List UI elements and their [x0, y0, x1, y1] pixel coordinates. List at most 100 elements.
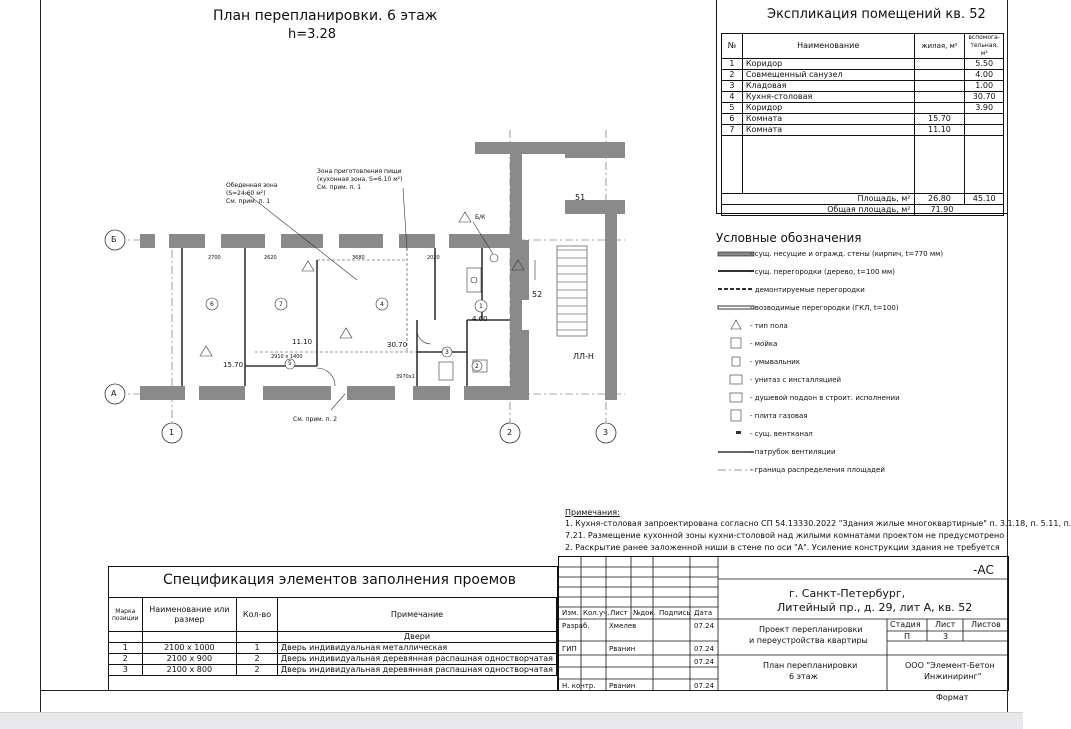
stamp-date-4: 07.24: [694, 682, 715, 690]
spec-cell-qty: 1: [236, 642, 278, 654]
room-number-7: 7: [279, 301, 283, 308]
stamp-col-sign: Подпись: [659, 609, 691, 617]
notes-line-2: 7.21. Размещение кухонной зоны кухни-сто…: [565, 531, 1005, 540]
explication-title: Экспликация помещений кв. 52: [767, 7, 986, 22]
explication-total-value: 71.90: [913, 204, 1004, 216]
room-llh: ЛЛ-Н: [573, 352, 594, 361]
stamp-col-koluch: Кол.уч.: [583, 609, 610, 617]
explication-cell-living: [913, 69, 966, 81]
explication-cell-n: 3: [721, 80, 743, 92]
stamp-org-1: ООО "Элемент-Бетон: [905, 661, 995, 670]
axis-label-2: 2: [507, 428, 513, 437]
plan-height: h=3.28: [288, 27, 337, 42]
explication-header-num: №: [721, 33, 743, 59]
stamp-lists-header: Листов: [971, 620, 1001, 629]
stamp-col-ndoc: №док.: [633, 609, 656, 617]
legend-item: - плита газовая: [750, 412, 808, 420]
spec-table: Марка позиции Наименование или размер Ко…: [108, 597, 558, 676]
spec-group-empty: [236, 631, 278, 643]
legend-item: - возводимые перегородки (ГКЛ, t=100): [750, 304, 899, 312]
explication-cell-living: [913, 102, 966, 114]
stamp-col-date: Дата: [694, 609, 713, 617]
cooking-zone-area: (кухонная зона, S=6.10 м²): [317, 176, 403, 183]
room-number-2: 2: [475, 363, 479, 370]
stamp-name-4: Рванин: [609, 682, 636, 690]
explication-cell-name: Коридор: [741, 58, 915, 70]
explication-empty-cell: [964, 135, 1004, 194]
explication-header-living: жилая, м²: [913, 33, 966, 59]
legend-symbols: [717, 251, 755, 471]
stamp-date-3: 07.24: [694, 658, 715, 666]
room-area-6: 15.70: [223, 361, 244, 369]
spec-title: Спецификация элементов заполнения проемо…: [163, 572, 516, 588]
explication-cell-aux: [964, 124, 1004, 136]
stamp-date-1: 07.24: [694, 622, 715, 630]
legend-item: - душевой поддон в строит. исполнении: [750, 394, 900, 402]
explication-empty-cell: [913, 135, 966, 194]
note2-label: См. прим. п. 2: [293, 416, 338, 423]
spec-group-label: Двери: [276, 631, 558, 643]
axis-label-3: 3: [603, 428, 609, 437]
cooking-zone-note: См. прим. п. 1: [317, 184, 362, 191]
explication-total-label: Общая площадь, м²: [721, 204, 915, 216]
axis-label-1: 1: [169, 428, 175, 437]
explication-cell-name: Комната: [741, 113, 915, 125]
dining-zone-label: Обеденная зона: [226, 182, 278, 189]
axis-label-b: Б: [111, 235, 117, 244]
room-number-6: 6: [210, 301, 214, 308]
spec-cell-mark: 3: [108, 664, 143, 676]
legend-title: Условные обозначения: [716, 231, 862, 245]
explication-cell-living: 11.10: [913, 124, 966, 136]
stamp-code: -АС: [973, 563, 994, 577]
legend-list: - сущ. несущие и огражд. стены (кирпич, …: [750, 248, 943, 482]
explication-panel: Экспликация помещений кв. 52 № Наименова…: [716, 0, 1008, 216]
stamp: -АС г. Санкт-Петербург, Литейный пр., д.…: [558, 556, 1009, 691]
legend-item: - сущ. вентканал: [750, 430, 813, 438]
stamp-list-value: 3: [943, 632, 949, 641]
spec-header-qty: Кол-во: [236, 597, 278, 632]
room-area-1: 4.60: [472, 315, 488, 323]
spec-cell-note: Дверь индивидуальная деревянная распашна…: [276, 653, 558, 665]
dining-zone-area: (S=24.60 м²): [226, 190, 266, 197]
spec-cell-name: 2100 x 800: [141, 664, 238, 676]
dim-top-3: 3680: [352, 255, 365, 261]
stamp-grid: [559, 557, 1008, 691]
stamp-org-2: Инжиниринг": [924, 672, 982, 681]
stamp-stage-value: П: [904, 632, 911, 641]
stamp-name-2: Рванин: [609, 645, 636, 653]
spec-header-note: Примечание: [276, 597, 558, 632]
room-number-1: 1: [479, 303, 483, 310]
room-51: 51: [575, 193, 586, 202]
legend-item: - патрубок вентиляции: [750, 448, 836, 456]
spec-cell-mark: 1: [108, 642, 143, 654]
spec-cell-name: 2100 x 1000: [141, 642, 238, 654]
stamp-sheet-title-1: План перепланировки: [763, 661, 858, 670]
spec-cell-note: Дверь индивидуальная металлическая: [276, 642, 558, 654]
explication-table: № Наименование жилая, м² вспомога-тельна…: [721, 33, 1004, 216]
notes-title: Примечания:: [565, 508, 620, 517]
explication-cell-n: 7: [721, 124, 743, 136]
explication-cell-aux: 3.90: [964, 102, 1004, 114]
stamp-project-1: Проект перепланировки: [759, 625, 863, 634]
explication-area-living: 26.80: [913, 193, 966, 205]
dim-top-4: 2020: [427, 255, 440, 261]
stamp-col-izm: Изм.: [562, 609, 579, 617]
explication-cell-living: [913, 91, 966, 103]
spec-cell-note: Дверь индивидуальная деревянная распашна…: [276, 664, 558, 676]
explication-cell-n: 2: [721, 69, 743, 81]
explication-cell-name: Комната: [741, 124, 915, 136]
stamp-date-2: 07.24: [694, 645, 715, 653]
spec-header-name: Наименование или размер: [141, 597, 238, 632]
explication-cell-n: 5: [721, 102, 743, 114]
explication-cell-name: Коридор: [741, 102, 915, 114]
format-label: Формат: [936, 693, 969, 702]
drawing-sheet: План перепланировки. 6 этаж h=3.28: [40, 0, 1071, 712]
stamp-address-2: Литейный пр., д. 29, лит А, кв. 52: [777, 601, 973, 614]
